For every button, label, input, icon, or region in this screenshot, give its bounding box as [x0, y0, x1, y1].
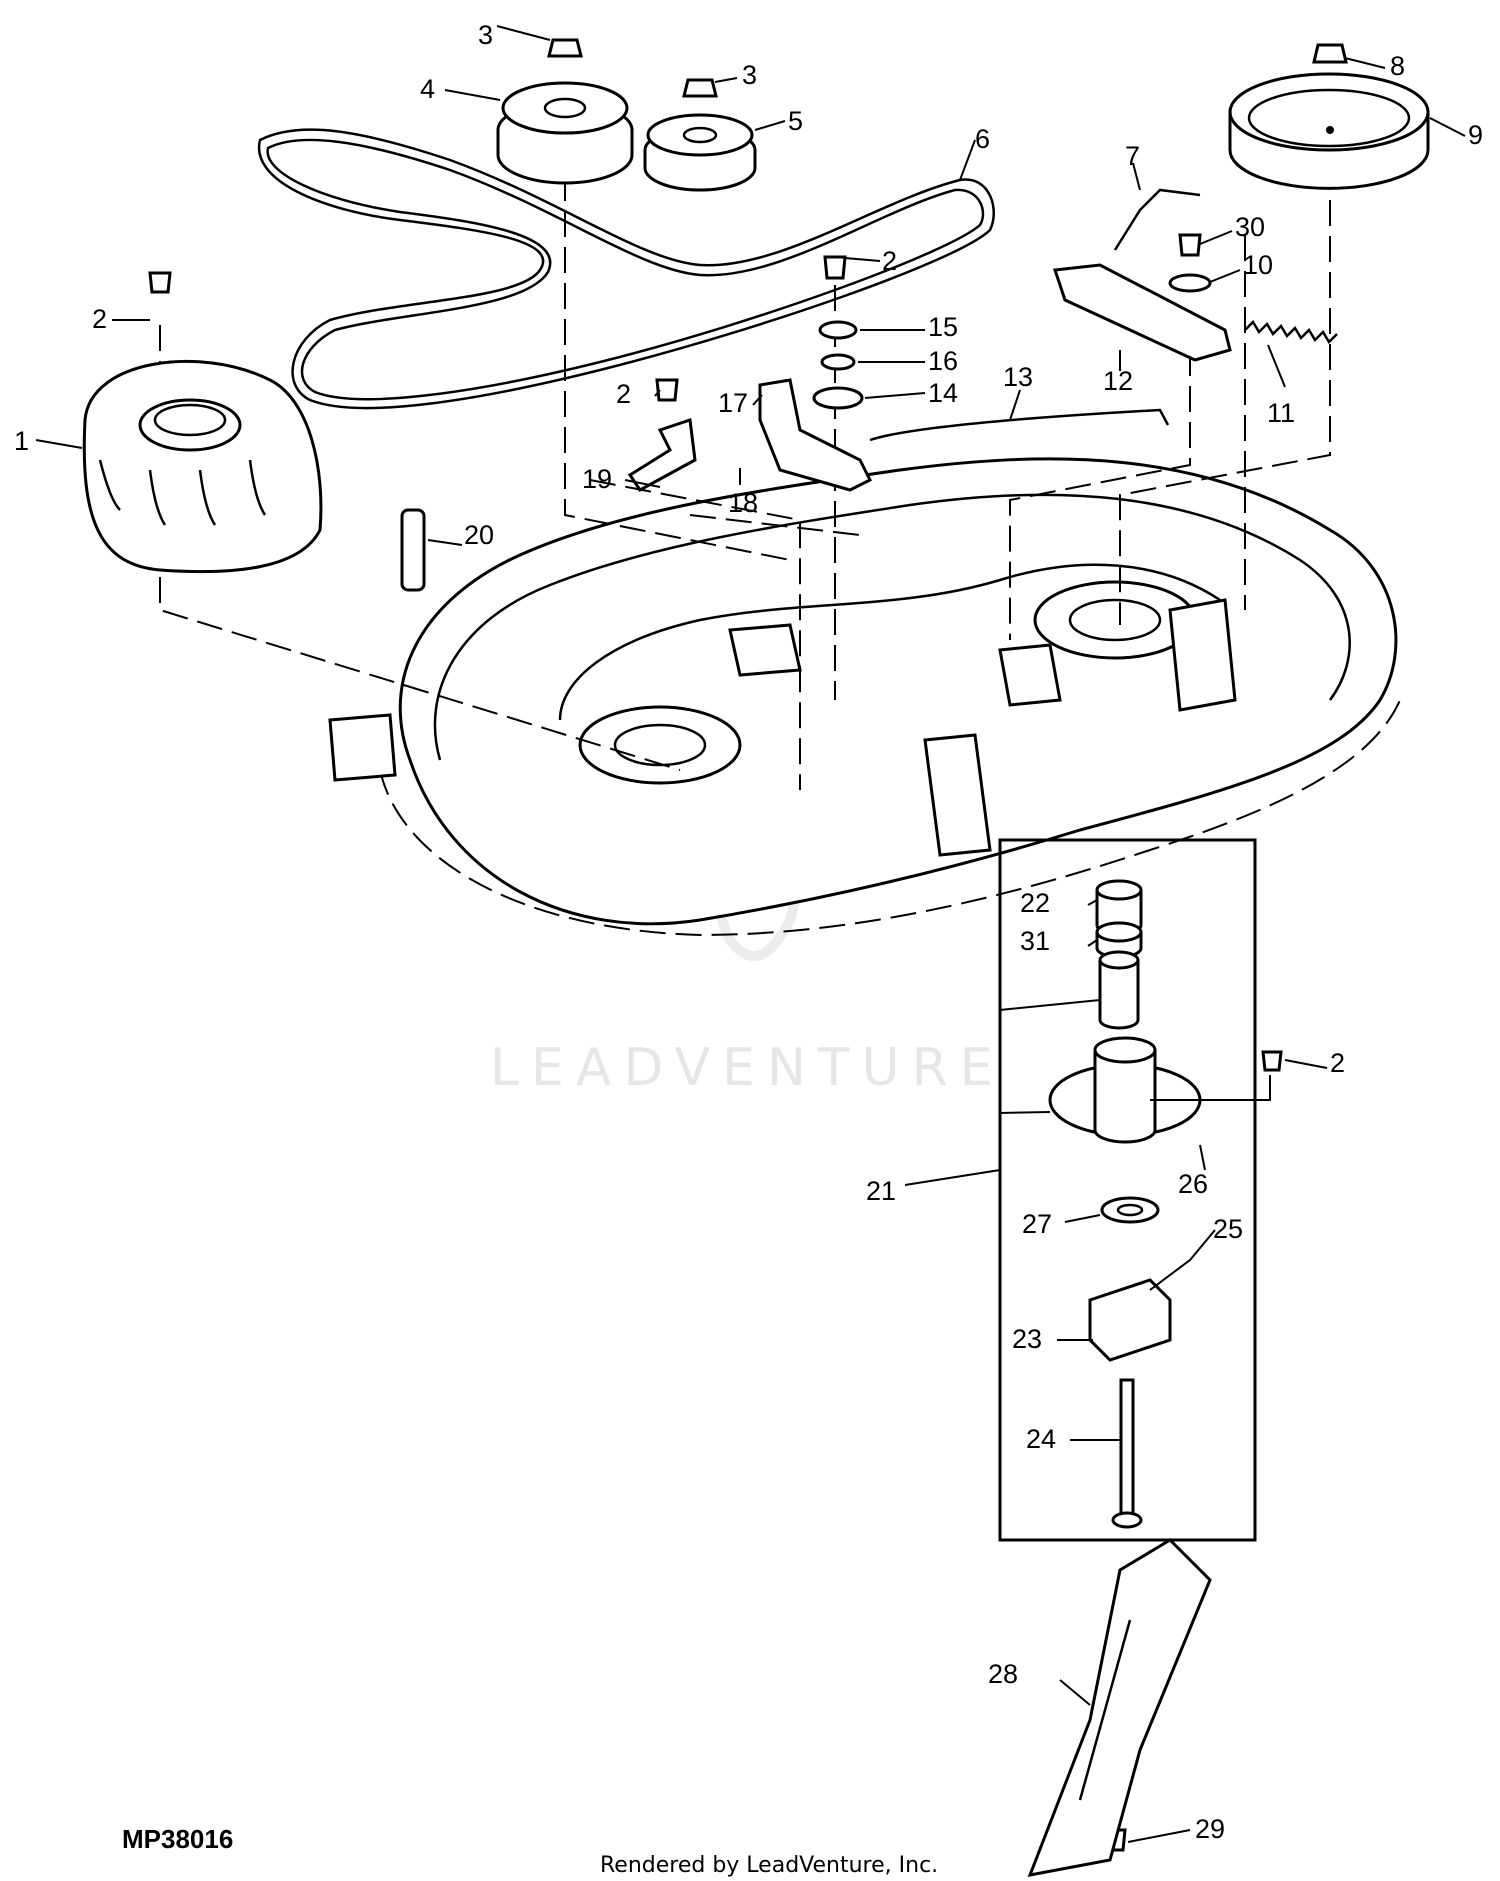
- callout-3a: 3: [478, 20, 493, 50]
- callout-3b: 3: [742, 60, 757, 90]
- callout-25: 25: [1213, 1214, 1243, 1244]
- idler-pulley-4: [496, 81, 634, 185]
- bracket: [627, 417, 697, 492]
- callout-2d: 2: [1330, 1048, 1345, 1078]
- idler-pulley-5: [643, 113, 757, 192]
- spindle-assembly: [1048, 879, 1202, 1529]
- blade: [1027, 1538, 1212, 1877]
- callout-4: 4: [420, 74, 435, 104]
- callout-27: 27: [1022, 1209, 1052, 1239]
- link: [1113, 188, 1201, 251]
- bellcrank: [1052, 263, 1232, 362]
- callout-6: 6: [975, 124, 990, 154]
- callout-1: 1: [14, 426, 29, 456]
- mower-deck: [328, 457, 1401, 937]
- callout-5: 5: [788, 106, 803, 136]
- bushing-14: [812, 386, 864, 410]
- diagram-reference-code: MP38016: [122, 1824, 233, 1854]
- callout-10: 10: [1243, 250, 1273, 280]
- callout-24: 24: [1026, 1424, 1056, 1454]
- callout-8: 8: [1390, 51, 1405, 81]
- callout-7: 7: [1125, 141, 1140, 171]
- spring: [1244, 319, 1338, 345]
- callout-31: 31: [1020, 926, 1050, 956]
- spindle-sheave: [1228, 72, 1430, 190]
- callout-28: 28: [988, 1659, 1018, 1689]
- pin: [400, 508, 426, 592]
- idler-arm: [758, 378, 873, 492]
- washer-15: [818, 320, 858, 340]
- watermark-text: LEADVENTURE: [490, 1038, 1005, 1098]
- callout-30: 30: [1235, 212, 1265, 242]
- callout-9: 9: [1468, 120, 1483, 150]
- callout-21: 21: [866, 1176, 896, 1206]
- idler-rod: [869, 408, 1170, 442]
- callout-18: 18: [728, 488, 758, 518]
- callout-14: 14: [928, 378, 958, 408]
- leader-lines: [35, 25, 1466, 1843]
- callout-15: 15: [928, 312, 958, 342]
- callout-2a: 2: [92, 304, 107, 334]
- callout-23: 23: [1012, 1324, 1042, 1354]
- callout-29: 29: [1195, 1814, 1225, 1844]
- callout-2c: 2: [616, 379, 631, 409]
- callout-26: 26: [1178, 1169, 1208, 1199]
- callout-13: 13: [1003, 362, 1033, 392]
- callout-labels: 1 2 2 2 2 3 3 4 5 6 7 8 9 10 11 12 13 14…: [14, 20, 1483, 1844]
- spindle-assembly-box: [998, 838, 1257, 1542]
- belt-shield: [82, 359, 323, 574]
- callout-2b: 2: [882, 246, 897, 276]
- fasteners: [148, 38, 1348, 1852]
- callout-16: 16: [928, 346, 958, 376]
- callout-19: 19: [582, 464, 612, 494]
- callout-20: 20: [464, 520, 494, 550]
- left-spindle-opening: [578, 705, 742, 785]
- callout-17: 17: [718, 388, 748, 418]
- render-credit: Rendered by LeadVenture, Inc.: [600, 1853, 938, 1878]
- drive-belt: [257, 128, 995, 410]
- callout-12: 12: [1103, 366, 1133, 396]
- callout-11: 11: [1267, 398, 1295, 428]
- washer-10: [1168, 273, 1212, 293]
- callout-22: 22: [1020, 888, 1050, 918]
- washer-16: [820, 353, 856, 371]
